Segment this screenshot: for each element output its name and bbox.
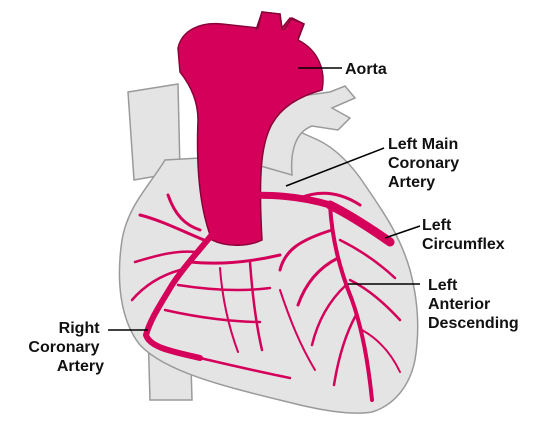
aorta-label: Aorta [345, 61, 387, 78]
right-coronary-label: Right Coronary Artery [28, 320, 104, 375]
left-main-label-line: Artery [388, 174, 435, 191]
right-coronary-label-line: Right [59, 320, 101, 337]
aorta-label-line: Aorta [345, 61, 387, 78]
left-anterior-descending-label: Left Anterior Descending [428, 277, 519, 332]
lad-label-line: Left [428, 277, 458, 294]
left-main-label-line: Coronary [388, 155, 459, 172]
right-coronary-label-line: Artery [57, 358, 104, 375]
left-main-label-line: Left Main [388, 136, 458, 153]
lad-label-line: Anterior [428, 296, 490, 313]
right-coronary-label-line: Coronary [28, 339, 99, 356]
lad-label-line: Descending [428, 315, 519, 332]
left-circumflex-label-line: Left [422, 217, 452, 234]
left-circumflex-label: Left Circumflex [422, 217, 505, 253]
left-circumflex-label-line: Circumflex [422, 236, 505, 253]
left-main-coronary-label: Left Main Coronary Artery [388, 136, 464, 191]
